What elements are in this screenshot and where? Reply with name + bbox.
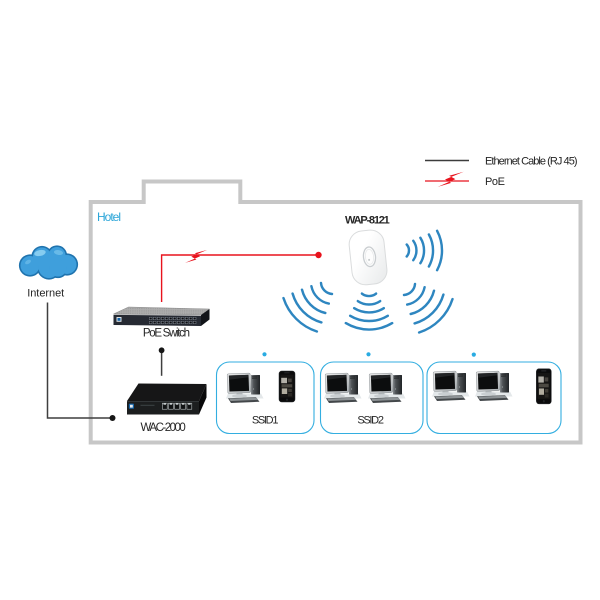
svg-text:SSID1: SSID1 bbox=[252, 414, 278, 426]
svg-text:Internet: Internet bbox=[27, 287, 64, 299]
svg-text:Hotel: Hotel bbox=[97, 210, 120, 224]
svg-text:PoE Switch: PoE Switch bbox=[143, 328, 190, 340]
svg-text:SSID2: SSID2 bbox=[357, 414, 383, 426]
svg-text:PoE: PoE bbox=[485, 176, 505, 188]
svg-text:WAC-2000: WAC-2000 bbox=[140, 422, 185, 434]
svg-text:WAP-8121: WAP-8121 bbox=[345, 214, 390, 226]
svg-text:Ethernet Cable (RJ 45): Ethernet Cable (RJ 45) bbox=[485, 156, 577, 168]
